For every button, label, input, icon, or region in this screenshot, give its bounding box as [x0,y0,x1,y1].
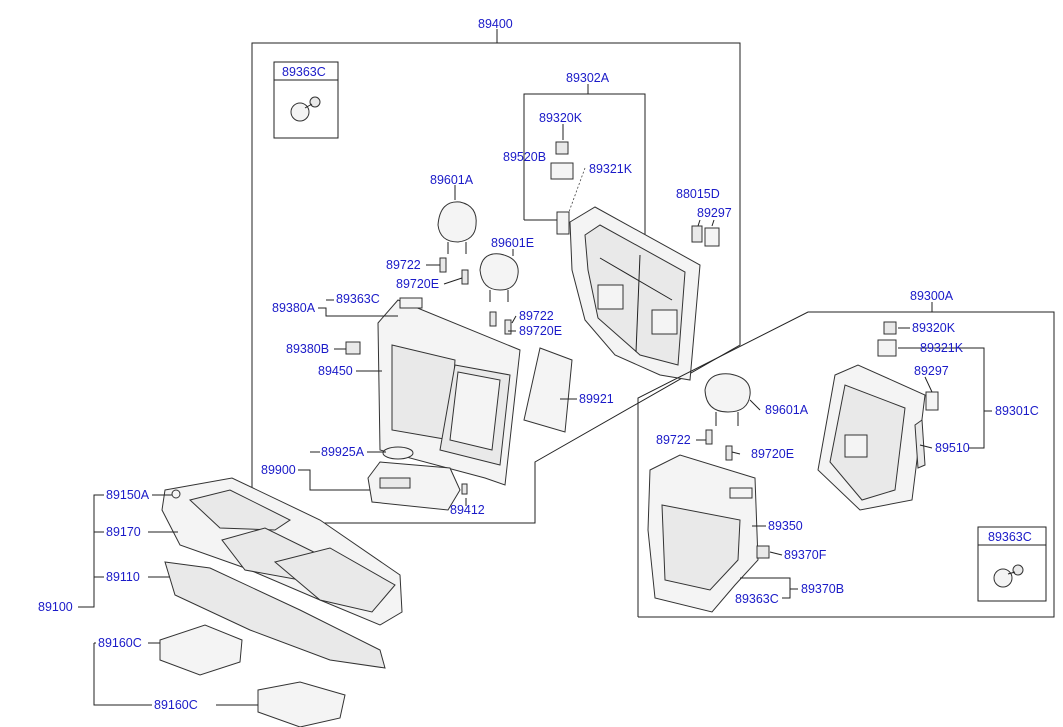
leaders-89400 [298,185,715,506]
label-89321K-right: 89321K [920,341,964,355]
clip-inset-box-right [977,526,1047,602]
label-89412: 89412 [450,503,485,517]
label-89380A: 89380A [272,301,316,315]
label-89400: 89400 [478,17,513,31]
label-89380B: 89380B [286,342,329,356]
label-89720E-left: 89720E [396,277,439,291]
label-89370F: 89370F [784,548,827,562]
headrest-right [704,373,751,461]
label-89520B: 89520B [503,150,546,164]
label-89601E: 89601E [491,236,534,250]
lock-parts-left [550,141,720,247]
seatback-cover-left [345,297,521,486]
group-89400-frame [251,29,741,524]
label-89510: 89510 [935,441,970,455]
bracket-89302A [523,84,646,235]
clip-inset-box-left [273,61,339,139]
label-89900: 89900 [261,463,296,477]
armrest-89900 [367,446,468,511]
label-89601A-left: 89601A [430,173,474,187]
label-89720E-right: 89720E [751,447,794,461]
label-89370B: 89370B [801,582,844,596]
seatback-frame-left [569,206,701,381]
label-89925A: 89925A [321,445,365,459]
headrests-left [437,201,519,335]
label-88015D: 88015D [676,187,720,201]
label-89320K-right: 89320K [912,321,956,335]
label-89363C-inset-left: 89363C [282,65,326,79]
pad-89921 [523,347,573,433]
label-89722-center: 89722 [519,309,554,323]
callout-labels: 89400 89363C 89302A 89320K 89520B 89321K… [38,17,1039,712]
label-89170: 89170 [106,525,141,539]
label-89722-left: 89722 [386,258,421,272]
label-89601A-right: 89601A [765,403,809,417]
group-89300A-frame [637,302,1055,618]
label-89100: 89100 [38,600,73,614]
label-89350: 89350 [768,519,803,533]
label-89300A: 89300A [910,289,954,303]
label-89320K-left: 89320K [539,111,583,125]
leaders-89300A [696,327,992,599]
label-89363C-seatback-left: 89363C [336,292,380,306]
seatback-cover-right [647,454,770,613]
label-89110: 89110 [106,570,140,584]
label-89722-right: 89722 [656,433,691,447]
label-89921: 89921 [579,392,614,406]
seat-cushion [159,477,403,727]
label-89321K-left: 89321K [589,162,633,176]
label-89302A: 89302A [566,71,610,85]
label-89150A: 89150A [106,488,150,502]
label-89450: 89450 [318,364,353,378]
label-89363C-seatback-right: 89363C [735,592,779,606]
label-89160C-upper: 89160C [98,636,142,650]
label-89297-right: 89297 [914,364,949,378]
label-89297-left: 89297 [697,206,732,220]
label-89160C-lower: 89160C [154,698,198,712]
label-89363C-inset-right: 89363C [988,530,1032,544]
label-89720E-center: 89720E [519,324,562,338]
seatback-frame-right [817,321,939,511]
leaders-89100 [78,494,258,706]
label-89301C: 89301C [995,404,1039,418]
